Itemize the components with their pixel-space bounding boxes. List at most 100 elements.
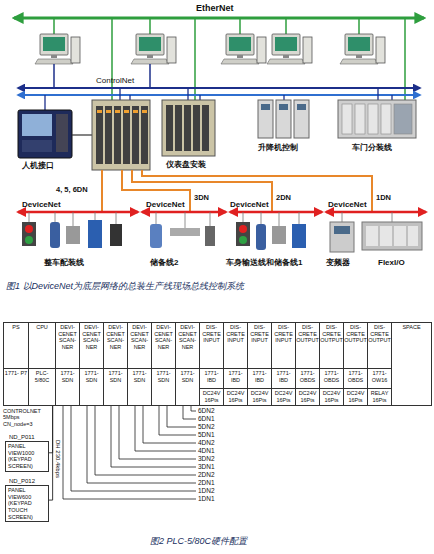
slot-name: DIS- CRETE OUTPUT — [368, 323, 391, 368]
catalog-number: 1771- SDN — [80, 368, 103, 388]
plc-rack-part — [142, 110, 147, 113]
field-devices-part — [256, 224, 266, 250]
rack-slot: DEVI- CENET SCAN- NER1771- SDN — [55, 322, 80, 406]
scanner-wires-part — [143, 406, 196, 443]
field-devices-part — [408, 226, 418, 246]
devicenet-drop-part — [101, 170, 103, 212]
io-cabinet-part — [381, 104, 391, 134]
rack-slot: DIS- CRETE OUTPUT1771- OBDSDC24V 16Pts — [319, 322, 344, 406]
catalog-number: 1771- OBDS — [344, 368, 367, 388]
devicenet-bus-part — [230, 211, 322, 214]
line-label: 储备线2 — [150, 258, 178, 267]
controlnet-bus-part — [18, 94, 420, 96]
plc-rack-part — [133, 110, 138, 113]
field-devices-part — [292, 224, 306, 248]
slot-rating: DC24V 16Pts — [200, 388, 223, 404]
dh-link — [49, 406, 53, 453]
controlnet-bus-part — [149, 64, 151, 88]
slot-name: DIS- CRETE INPUT — [248, 323, 271, 368]
scanner-wires-part — [119, 406, 196, 459]
plc-rack-part — [175, 105, 182, 151]
controlnet-bus-part-part — [283, 95, 284, 100]
devicenet-bus-part — [326, 211, 426, 214]
devicenet-bus — [18, 211, 426, 214]
figure-caption: 图2 PLC-5/80C硬件配置 — [150, 536, 247, 546]
panel-box: ND_P011PANEL VIEW1000 (KEYPAD SCREEN) — [5, 434, 49, 472]
io-cabinet-part — [394, 104, 412, 134]
plc-rack-part — [92, 100, 150, 170]
slot-rating: RELAY 16Pts — [368, 388, 391, 404]
field-devices-part-part — [210, 212, 211, 226]
catalog-number: 1771- OBDS — [320, 368, 343, 388]
computers-part — [340, 34, 385, 64]
rack-slot: SPACE — [391, 322, 432, 406]
line-label: FlexI/O — [378, 258, 405, 267]
power-slot: PS1771- P7 — [3, 322, 29, 406]
channel-label: 4DN1 — [198, 447, 215, 454]
computers — [35, 34, 385, 64]
network-note: DH 230.4kbps — [54, 440, 61, 478]
computers-part — [267, 34, 312, 64]
controlnet-bus-part-part — [44, 95, 45, 110]
catalog-number: 1771- OBDS — [296, 368, 319, 388]
catalog-number: 1771- P7 — [4, 368, 28, 388]
drive-units-part — [276, 100, 291, 138]
field-devices-part — [394, 226, 406, 246]
field-devices-part — [88, 220, 102, 248]
io-cabinet-part — [355, 104, 365, 134]
slot-rating: DC24V 16Pts — [296, 388, 319, 404]
field-devices — [22, 212, 422, 252]
hmi-panel-part — [22, 114, 52, 136]
slot-name: DEVI- CENET SCAN- NER — [152, 323, 175, 368]
node-id: ND_P011 — [5, 434, 49, 441]
field-devices-part — [239, 225, 247, 233]
ethernet-bus-part-part — [149, 18, 151, 34]
scanner-wires-part — [63, 406, 196, 499]
rack-slot: DIS- CRETE OUTPUT1771- OBDSDC24V 16Pts — [295, 322, 320, 406]
field-devices-part — [334, 226, 350, 234]
rack-slot: DIS- CRETE OUTPUT1771- OBDSDC24V 16Pts — [343, 322, 368, 406]
field-devices-part — [380, 226, 392, 246]
channel-label: 5DN2 — [198, 423, 215, 430]
field-devices-part-part — [55, 212, 56, 222]
channel-label: 2DN2 — [198, 471, 215, 478]
slot-rating: DC24V 16Pts — [344, 388, 367, 404]
scanner-wires-part — [167, 406, 196, 427]
slot-name: DIS- CRETE OUTPUT — [344, 323, 367, 368]
field-devices-part — [25, 225, 33, 233]
io-cabinet-part — [338, 100, 416, 138]
plc-rack-part — [105, 106, 112, 164]
field-devices-part — [366, 226, 378, 246]
field-devices-part-part — [73, 212, 74, 226]
field-devices-part — [110, 224, 122, 246]
devicenet-drop-part — [142, 170, 372, 212]
field-devices-part — [50, 222, 60, 248]
scanner-wires-part — [135, 406, 196, 451]
rack-slot: DIS- CRETE INPUT1771- IBDDC24V 16Pts — [271, 322, 296, 406]
ethernet-bus — [14, 18, 424, 100]
slot-name: DIS- CRETE OUTPUT — [296, 323, 319, 368]
field-devices-part-part — [299, 212, 300, 224]
slot-rating: DC24V 16Pts — [248, 388, 271, 404]
plc-rack-part — [115, 110, 120, 113]
slot-name: DIS- CRETE INPUT — [200, 323, 223, 368]
field-devices-part-part — [29, 212, 30, 222]
field-devices-part — [22, 222, 36, 246]
panel-box: ND_P012PANEL VIEW600 (KEYPAD TOUCH SCREE… — [5, 478, 49, 522]
field-devices-part — [362, 222, 422, 250]
plc-rack-part — [184, 105, 191, 151]
slot-name: DEVI- CENET SCAN- NER — [80, 323, 103, 368]
catalog-number: 1771- SDN — [176, 368, 199, 388]
channel-label: 6DN2 — [198, 407, 215, 414]
line-label: 变频器 — [326, 258, 350, 267]
rack-slot: DIS- CRETE OUTPUT1771- OW16RELAY 16Pts — [367, 322, 392, 406]
channel-label: 2DN1 — [198, 479, 215, 486]
scanner-wires-part — [183, 406, 196, 419]
field-devices-part — [150, 224, 162, 248]
field-devices-part-part — [342, 212, 343, 222]
panel-name: PANEL VIEW1000 (KEYPAD SCREEN) — [5, 441, 49, 471]
rack-slot: DEVI- CENET SCAN- NER1771- SDN — [175, 322, 200, 406]
device-label: 仪表盘安装 — [166, 160, 206, 169]
